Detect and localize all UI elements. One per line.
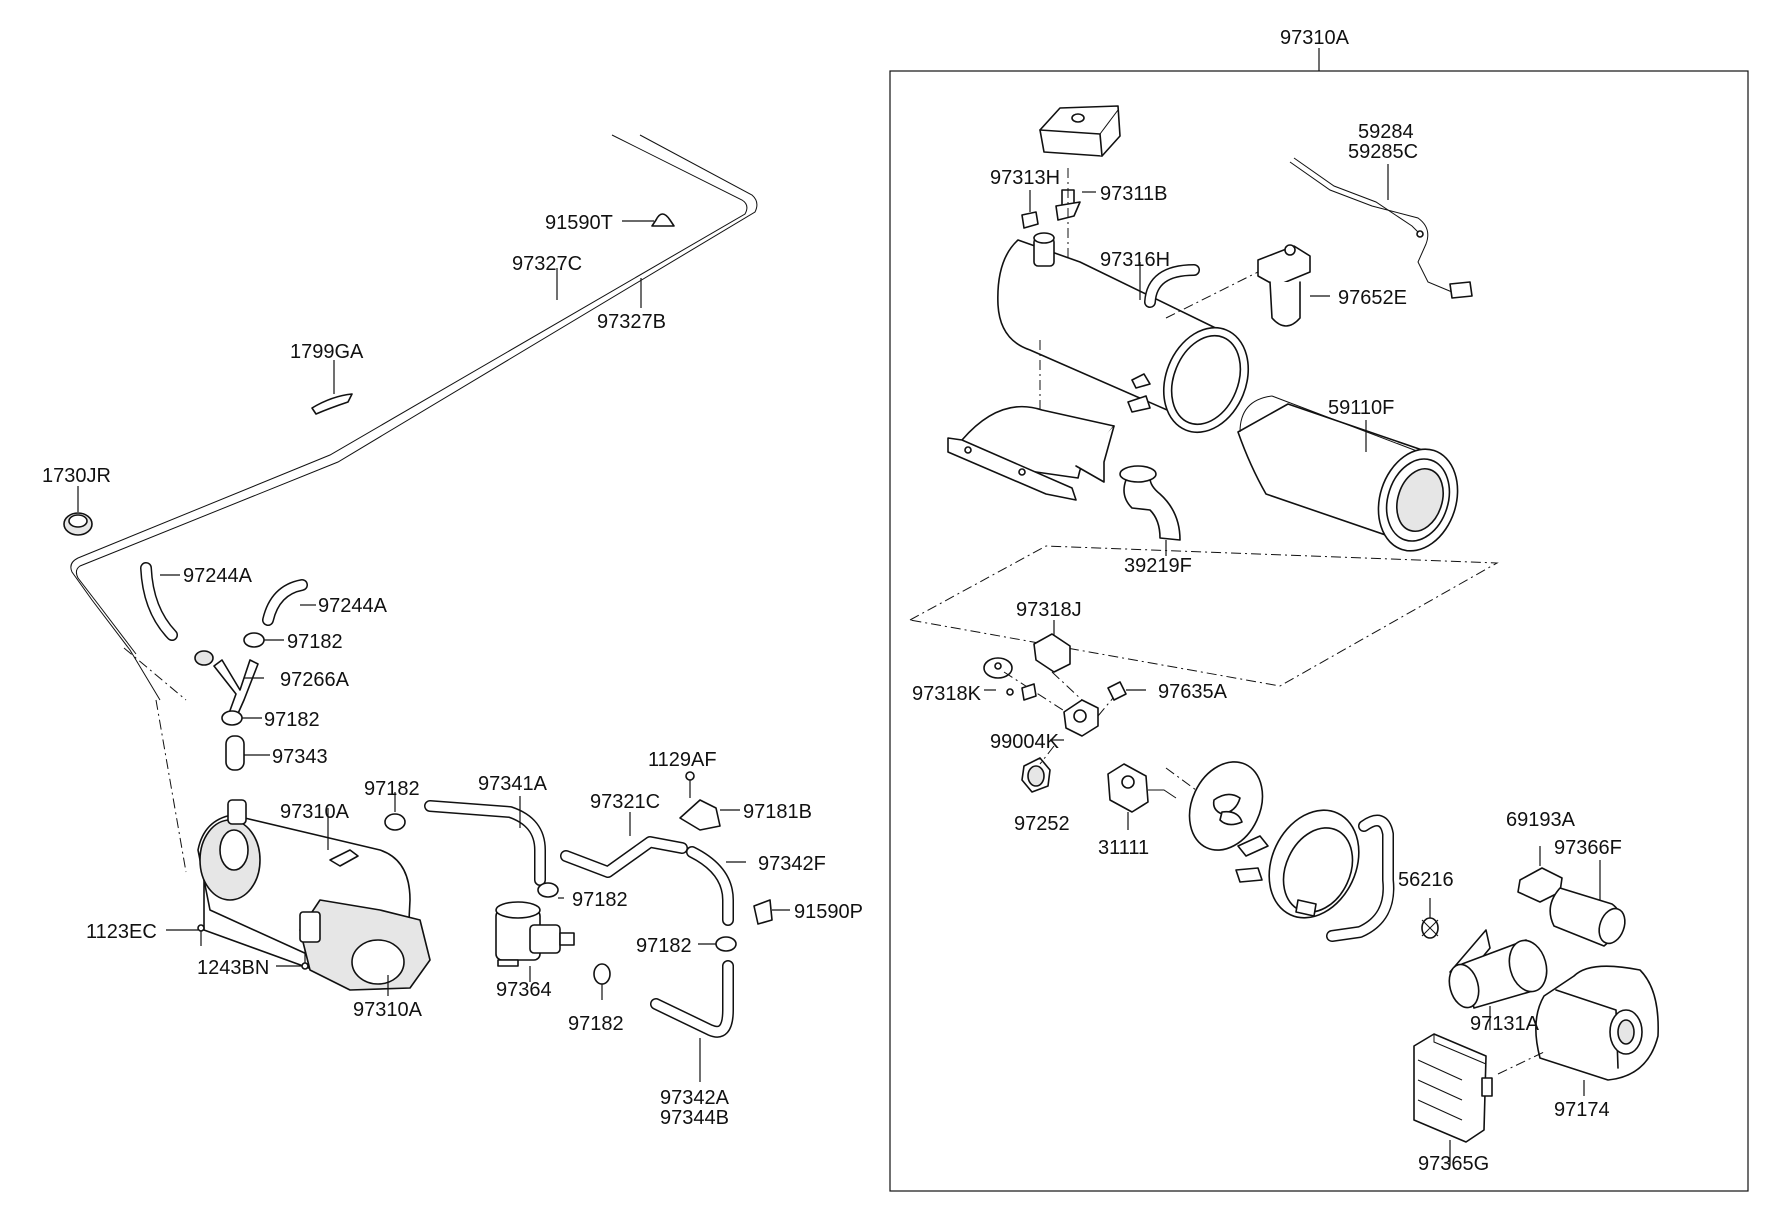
bracket-97318j[interactable] bbox=[1033, 620, 1071, 673]
label-97182-2: 97182 bbox=[264, 709, 320, 731]
sensor-97311b[interactable] bbox=[1055, 168, 1096, 272]
clamp-97182-4[interactable] bbox=[537, 882, 564, 899]
label-97652e: 97652E bbox=[1338, 287, 1407, 309]
clamp-97182-3[interactable] bbox=[384, 792, 406, 831]
hose-97341a[interactable] bbox=[424, 796, 546, 886]
grommet-1799ga[interactable] bbox=[311, 360, 353, 415]
clamp-97182-1[interactable] bbox=[243, 632, 284, 648]
label-97182-1: 97182 bbox=[287, 631, 343, 653]
label-59285c: 59285C bbox=[1348, 141, 1418, 163]
label-97327c: 97327C bbox=[512, 253, 582, 275]
label-97344b: 97344B bbox=[660, 1107, 729, 1129]
grommet-1730jr[interactable] bbox=[63, 486, 93, 536]
hose-97244a-2[interactable] bbox=[262, 579, 316, 626]
label-97244a-1: 97244A bbox=[183, 565, 253, 587]
label-97310a-mid: 97310A bbox=[280, 801, 350, 823]
burner-housing[interactable] bbox=[1235, 795, 1376, 932]
gasket-56216[interactable] bbox=[1421, 898, 1439, 939]
hose-97321c[interactable] bbox=[560, 812, 688, 878]
valve-block[interactable] bbox=[1003, 671, 1119, 737]
label-97342f: 97342F bbox=[758, 853, 826, 875]
label-56216: 56216 bbox=[1398, 869, 1454, 891]
label-97341a: 97341A bbox=[478, 773, 548, 795]
label-1129af: 1129AF bbox=[648, 749, 717, 771]
connector-99004k[interactable] bbox=[1021, 683, 1064, 741]
screw-97313h[interactable] bbox=[1021, 190, 1039, 229]
motor-31111[interactable] bbox=[1107, 763, 1177, 830]
label-97244a-2: 97244A bbox=[318, 595, 388, 617]
label-99004k: 99004K bbox=[990, 731, 1060, 753]
hose-97244a-1[interactable] bbox=[140, 562, 180, 641]
heater-unit-97310a[interactable] bbox=[197, 799, 431, 991]
sensor-97366f[interactable] bbox=[1549, 860, 1629, 947]
label-59110f: 59110F bbox=[1328, 397, 1394, 419]
mounting-cradle[interactable] bbox=[947, 405, 1115, 501]
label-97327b: 97327B bbox=[597, 311, 666, 333]
label-97311b: 97311B bbox=[1100, 183, 1167, 205]
bracket-97181b[interactable] bbox=[679, 799, 740, 831]
control-unit-97365g[interactable] bbox=[1413, 1033, 1545, 1166]
impeller-disc[interactable] bbox=[1165, 750, 1276, 862]
label-97182-4: 97182 bbox=[572, 889, 628, 911]
label-97310a-top: 97310A bbox=[1280, 27, 1350, 49]
label-59284: 59284 bbox=[1358, 121, 1414, 143]
label-97182-5: 97182 bbox=[568, 1013, 624, 1035]
label-1730jr: 1730JR bbox=[42, 465, 111, 487]
plate-97318k[interactable] bbox=[983, 657, 1014, 696]
sensor-97252[interactable] bbox=[1021, 745, 1055, 793]
combustion-tube-59110f[interactable] bbox=[1237, 395, 1470, 561]
label-1799ga: 1799GA bbox=[290, 341, 364, 363]
label-97181b: 97181B bbox=[743, 801, 812, 823]
label-97321c: 97321C bbox=[590, 791, 660, 813]
label-1123ec: 1123EC bbox=[86, 921, 157, 943]
cover-block[interactable] bbox=[1039, 105, 1121, 157]
bolt-1129af[interactable] bbox=[685, 771, 695, 798]
clip-91590t[interactable] bbox=[622, 213, 675, 227]
label-97182-3: 97182 bbox=[364, 778, 420, 800]
label-97313h: 97313H bbox=[990, 167, 1060, 189]
heat-exchanger-97316h[interactable] bbox=[997, 232, 1263, 445]
label-97310a-bottom: 97310A bbox=[353, 999, 423, 1021]
label-97318j: 97318J bbox=[1016, 599, 1082, 621]
label-97252: 97252 bbox=[1014, 813, 1070, 835]
label-97366f: 97366F bbox=[1554, 837, 1622, 859]
wire-harness-59284[interactable] bbox=[1289, 157, 1473, 299]
label-97182-6: 97182 bbox=[636, 935, 692, 957]
label-97318k: 97318K bbox=[912, 683, 982, 705]
hose-97342f[interactable] bbox=[686, 846, 746, 926]
clamp-97182-2[interactable] bbox=[221, 710, 262, 726]
label-31111: 31111 bbox=[1098, 837, 1149, 859]
fuel-pump-97131a[interactable] bbox=[1445, 929, 1552, 1030]
label-97343: 97343 bbox=[272, 746, 328, 768]
sensor-97652e[interactable] bbox=[1257, 244, 1330, 327]
label-91590p: 91590P bbox=[794, 901, 863, 923]
label-97174: 97174 bbox=[1554, 1099, 1610, 1121]
pump-97364[interactable] bbox=[495, 901, 575, 982]
label-91590t: 91590T bbox=[545, 212, 613, 234]
blower-97174[interactable] bbox=[1535, 965, 1659, 1096]
clamp-97182-5[interactable] bbox=[593, 963, 611, 1000]
label-39219f: 39219F bbox=[1124, 555, 1192, 577]
bolt-1243bn[interactable] bbox=[276, 950, 309, 970]
label-69193a: 69193A bbox=[1506, 809, 1576, 831]
label-97131a: 97131A bbox=[1470, 1013, 1540, 1035]
hose-97342a[interactable] bbox=[650, 960, 734, 1082]
label-97365g: 97365G bbox=[1418, 1153, 1489, 1175]
clip-91590p[interactable] bbox=[753, 899, 790, 925]
hose-97343[interactable] bbox=[225, 735, 270, 771]
bolt-1123ec[interactable] bbox=[166, 924, 205, 946]
label-97342a: 97342A bbox=[660, 1087, 730, 1109]
label-1243bn: 1243BN bbox=[197, 957, 269, 979]
label-97635a: 97635A bbox=[1158, 681, 1228, 703]
clamp-97182-6[interactable] bbox=[698, 936, 737, 952]
elbow-39219f[interactable] bbox=[1119, 465, 1181, 556]
label-97364: 97364 bbox=[496, 979, 552, 1001]
fitting-97635a[interactable] bbox=[1107, 681, 1146, 701]
label-97316h: 97316H bbox=[1100, 249, 1170, 271]
pipe-bent[interactable] bbox=[1326, 814, 1395, 942]
label-97266a: 97266A bbox=[280, 669, 350, 691]
tee-97266a[interactable] bbox=[194, 650, 264, 719]
fuel-line-97327 bbox=[70, 134, 758, 701]
